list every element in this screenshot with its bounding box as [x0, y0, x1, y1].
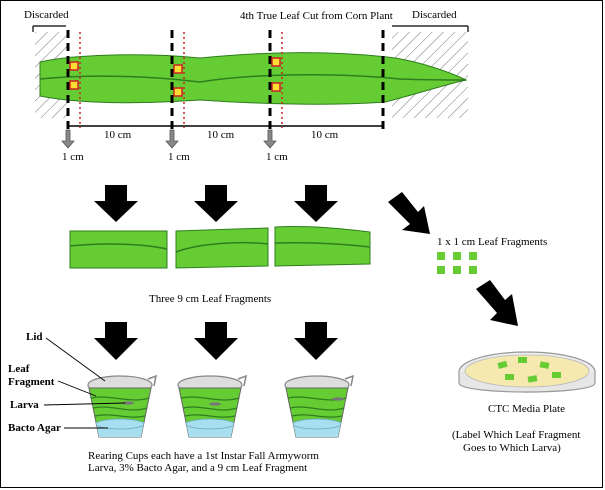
ctc-plate-label: CTC Media Plate — [488, 403, 565, 415]
big-arrows-row1 — [94, 185, 430, 234]
small-leaf-squares — [437, 252, 477, 274]
title-text: 4th True Leaf Cut from Corn Plant — [240, 10, 393, 22]
seg3-label: 10 cm — [311, 129, 339, 141]
cm-squares — [69, 57, 281, 97]
leaf-midrib — [39, 73, 467, 83]
ctc-note-line2: Goes to Which Larva) — [463, 442, 561, 454]
ctc-note-line1: (Label Which Leaf Fragment — [452, 429, 580, 441]
leaf-fragments — [69, 225, 371, 269]
discarded-left-label: Discarded — [24, 9, 69, 21]
cup-label-leaders — [43, 337, 126, 429]
lid-label: Lid — [26, 331, 43, 343]
seg2-label: 10 cm — [207, 129, 235, 141]
seg1-label: 10 cm — [104, 129, 132, 141]
arrow-to-plate — [476, 280, 518, 326]
rearing-label-line2: Larva, 3% Bacto Agar, and a 9 cm Leaf Fr… — [88, 462, 307, 474]
leaf-fragment-label-1: Leaf — [8, 363, 30, 375]
ctc-petri-plate — [458, 351, 596, 393]
leaf-fragment-label-2: Fragment — [8, 376, 55, 388]
discarded-left-bracket — [32, 25, 66, 32]
rearing-cup-3 — [284, 374, 355, 438]
discarded-right-label: Discarded — [412, 9, 457, 21]
fragments-1x1-label: 1 x 1 cm Leaf Fragments — [437, 236, 547, 248]
big-arrows-row2 — [94, 322, 338, 360]
grey-arrows — [61, 129, 277, 149]
discarded-right-bracket — [392, 25, 469, 32]
rearing-cup-1 — [87, 374, 158, 438]
larva-label: Larva — [10, 399, 39, 411]
bacto-agar-label: Bacto Agar — [8, 422, 61, 434]
cm2-label: 1 cm — [168, 151, 190, 163]
rearing-label-line1: Rearing Cups each have a 1st Instar Fall… — [88, 450, 319, 462]
three-fragments-label: Three 9 cm Leaf Fragments — [149, 293, 271, 305]
rearing-cup-2 — [177, 374, 248, 438]
cm1-label: 1 cm — [62, 151, 84, 163]
cm3-label: 1 cm — [266, 151, 288, 163]
